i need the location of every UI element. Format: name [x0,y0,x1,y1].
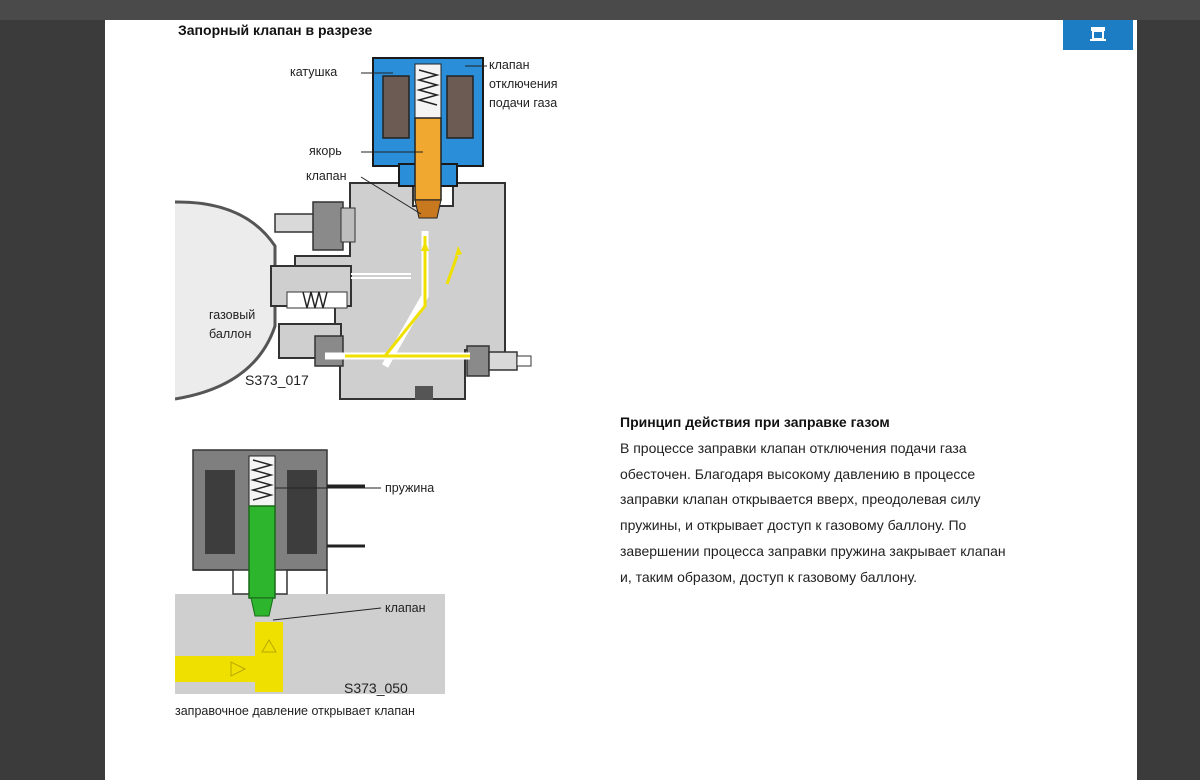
label-coil: катушка [290,65,338,79]
brand-logo-icon [1063,20,1133,50]
figure2-code: S373_050 [344,680,408,696]
figure-filling-valve: пружина клапан S373_050 [175,444,475,700]
label-valve-top: клапан [306,169,347,183]
filling-valve-diagram [175,449,445,694]
filling-principle-section: Принцип действия при заправке газом В пр… [620,414,1010,590]
section-title: Принцип действия при заправке газом [620,414,890,430]
brand-glyph-icon [1090,27,1106,41]
label-shutoff-valve-line2: отключения [489,77,558,91]
viewer-top-bar [0,0,1200,20]
label-cylinder-line1: газовый [209,308,256,322]
valve-cross-section-diagram [174,57,532,401]
figure-valve-cross-section: катушка якорь клапан клапан отключения п… [174,56,558,406]
figure1-code: S373_017 [245,372,309,388]
figure2-caption: заправочное давление открывает клапан [175,704,415,718]
label-shutoff-valve-line1: клапан [489,58,530,72]
label-spring: пружина [385,481,435,495]
page-heading: Запорный клапан в разрезе [178,22,373,38]
section-body: В процессе заправки клапан отключения по… [620,440,1006,585]
label-armature: якорь [309,144,342,158]
label-valve-bottom: клапан [385,601,426,615]
label-cylinder-line2: баллон [209,327,252,341]
document-page: Запорный клапан в разрезе [105,20,1137,780]
label-shutoff-valve-line3: подачи газа [489,96,558,110]
